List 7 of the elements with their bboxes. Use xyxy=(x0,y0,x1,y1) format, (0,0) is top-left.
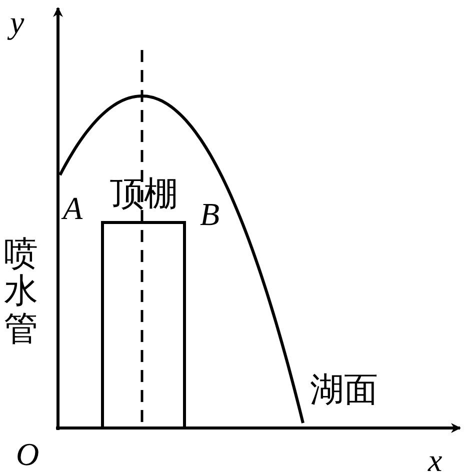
point-label: A xyxy=(63,192,83,224)
point-label: B xyxy=(200,198,220,230)
axis-label: x xyxy=(428,444,442,476)
lake-surface-label: 湖面 xyxy=(310,374,378,408)
canopy-label: 顶棚 xyxy=(110,178,178,212)
origin-label: O xyxy=(16,438,40,470)
pipe-label: 喷水管 xyxy=(4,236,39,348)
